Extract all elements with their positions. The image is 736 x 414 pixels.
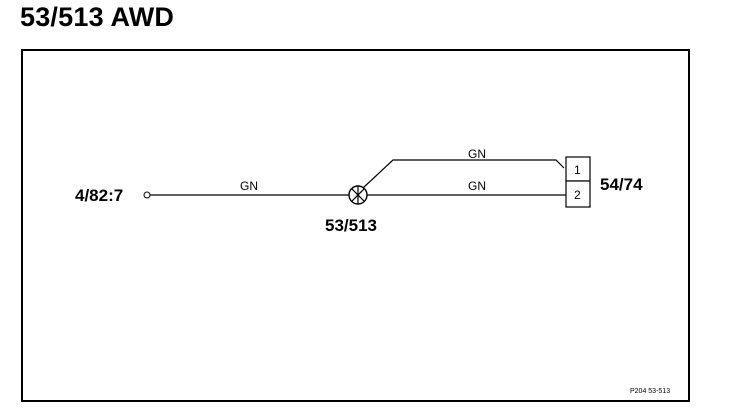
wire-label: GN	[240, 179, 258, 193]
wire-splice-pin1	[362, 159, 565, 189]
splice-icon	[348, 185, 368, 205]
page-title: 53/513 AWD	[20, 2, 175, 32]
connector-pin-label: 1	[574, 163, 581, 177]
terminal-label: 4/82:7	[75, 186, 123, 205]
connector-label: 54/74	[600, 175, 643, 194]
connector-pin-label: 2	[574, 188, 581, 202]
page-reference: P204 53-513	[630, 388, 670, 395]
connector-54-74	[565, 156, 591, 208]
wire-label: GN	[468, 147, 486, 161]
terminal-4-82-7-icon	[143, 191, 151, 199]
splice-label: 53/513	[325, 216, 377, 235]
diagram-frame	[21, 49, 690, 402]
wire-label: GN	[468, 179, 486, 193]
